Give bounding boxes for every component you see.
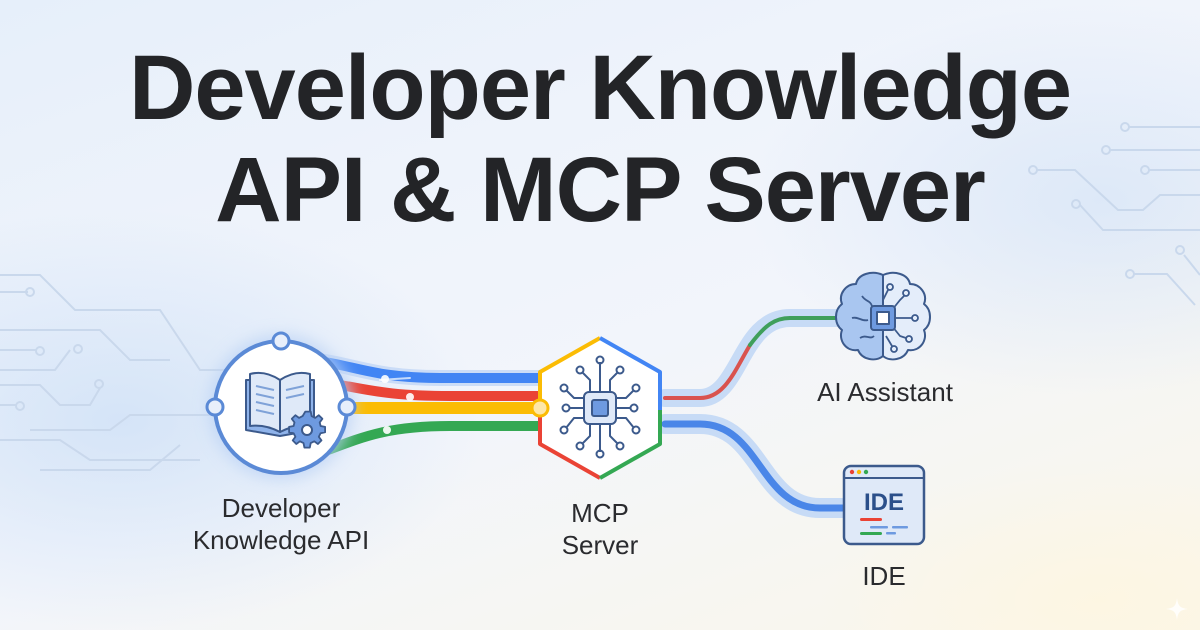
page-title-line-1: Developer Knowledge: [128, 37, 1072, 139]
api-label-line-2: Knowledge API: [192, 525, 370, 555]
mcp-to-assistant-connection: [656, 309, 844, 407]
api-node[interactable]: [205, 331, 357, 479]
api-node-label: Developer Knowledge API: [181, 492, 381, 556]
ide-window-icon[interactable]: IDE: [842, 464, 926, 546]
ide-node-label: IDE: [862, 561, 906, 591]
mcp-label-line-2: Server: [561, 530, 639, 560]
mcp-node[interactable]: [530, 336, 662, 480]
assistant-node-label: AI Assistant: [817, 377, 953, 407]
api-label-line-1: Developer: [221, 493, 341, 523]
sparkle-icon: [1166, 598, 1188, 620]
brain-chip-icon[interactable]: [835, 271, 931, 361]
api-to-mcp-connection: [317, 354, 548, 455]
page-title-line-2: API & MCP Server: [215, 139, 986, 241]
book-gear-icon: [245, 371, 327, 449]
mcp-to-ide-connection: [655, 414, 855, 518]
mcp-label-line-1: MCP: [571, 498, 629, 528]
chip-icon: [559, 355, 641, 459]
mcp-node-label: MCP Server: [520, 497, 680, 561]
svg-text:IDE: IDE: [864, 489, 904, 516]
